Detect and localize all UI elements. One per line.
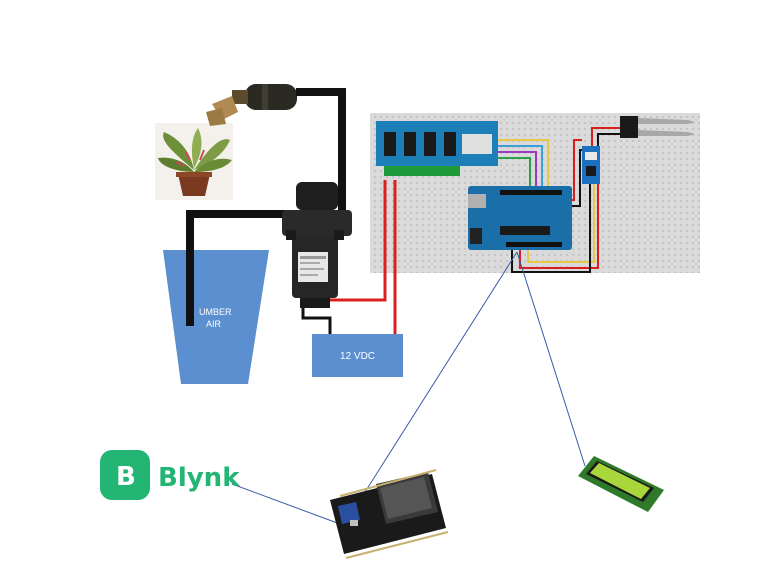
water-bucket: UMBER AIR [163,214,269,384]
link-lines [231,251,586,525]
lcd-16x2-icon [578,456,664,512]
link-arduino-esp32 [359,251,518,501]
pump-wires [301,180,397,336]
relay-module-icon [376,121,498,176]
arduino-board-icon [468,186,572,250]
sensor-module-icon [582,146,600,184]
bucket-label-line1: UMBER [199,307,232,317]
esp32-board-icon [330,469,449,559]
sprinkler-nozzle-icon [206,84,297,126]
link-arduino-lcd [516,251,586,467]
power-supply: 12 VDC [312,334,403,377]
board-wires [498,127,622,273]
water-pump-icon [282,182,352,308]
link-blynk-esp32 [231,483,341,525]
psu-label: 12 VDC [340,351,375,362]
blynk-logo-letter: B [116,462,136,492]
blynk-label: Blynk [158,463,240,493]
blynk-logo: B Blynk [100,450,240,500]
soil-moisture-probe-icon [620,116,695,138]
bucket-label-line2: AIR [206,319,222,329]
potted-plant-icon [155,123,233,200]
